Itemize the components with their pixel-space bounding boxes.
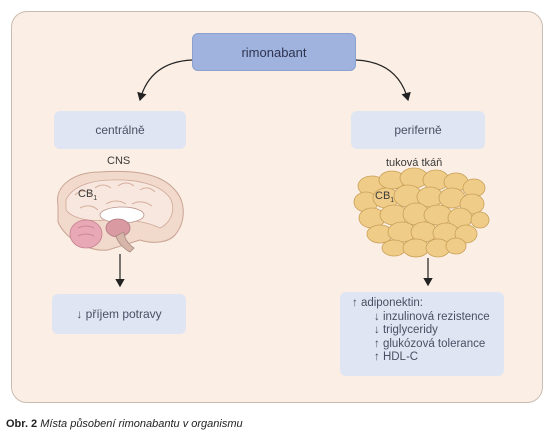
fat-cell bbox=[470, 211, 490, 229]
cns-label: CNS bbox=[107, 155, 131, 167]
food-intake-node: ↓ příjem potravy bbox=[52, 294, 186, 334]
fat-cell bbox=[423, 204, 453, 226]
adiponectin-head: ↑ adiponektin: bbox=[352, 297, 423, 309]
brain-illustration bbox=[57, 170, 184, 253]
figure-caption: Obr. 2 Místa působení rimonabantu v orga… bbox=[6, 418, 243, 430]
arrow-to-peripheral bbox=[355, 59, 411, 102]
adipose-label: tuková tkáň bbox=[386, 157, 443, 169]
brain-cb1-label: CB1 bbox=[78, 188, 98, 203]
effect-triglycerides: ↓ triglyceridy bbox=[374, 324, 438, 336]
adiponectin-node: ↑ adiponektin: ↓ inzulinová rezistence ↓… bbox=[340, 292, 504, 376]
caption-number: Obr. 2 bbox=[6, 418, 38, 430]
caption-text: Místa působení rimonabantu v organismu bbox=[40, 418, 243, 430]
fat-cb1-label: CB1 bbox=[375, 190, 395, 205]
fat-cell bbox=[402, 238, 430, 258]
fat-cell bbox=[445, 237, 467, 255]
rimonabant-label: rimonabant bbox=[241, 44, 307, 60]
food-intake-label: ↓ příjem potravy bbox=[76, 307, 162, 321]
rimonabant-node: rimonabant bbox=[192, 33, 356, 71]
central-node: centrálně bbox=[54, 111, 186, 149]
effect-insulin: ↓ inzulinová rezistence bbox=[374, 310, 490, 323]
effect-glucose: ↑ glukózová tolerance bbox=[374, 337, 486, 350]
peripheral-node: periferně bbox=[351, 111, 485, 149]
effect-hdl: ↑ HDL-C bbox=[374, 351, 419, 363]
fat-cell bbox=[381, 239, 407, 257]
peripheral-label: periferně bbox=[394, 123, 442, 137]
adipose-tissue-illustration bbox=[353, 167, 490, 258]
arrow-to-central bbox=[137, 59, 193, 102]
central-label: centrálně bbox=[95, 123, 145, 137]
